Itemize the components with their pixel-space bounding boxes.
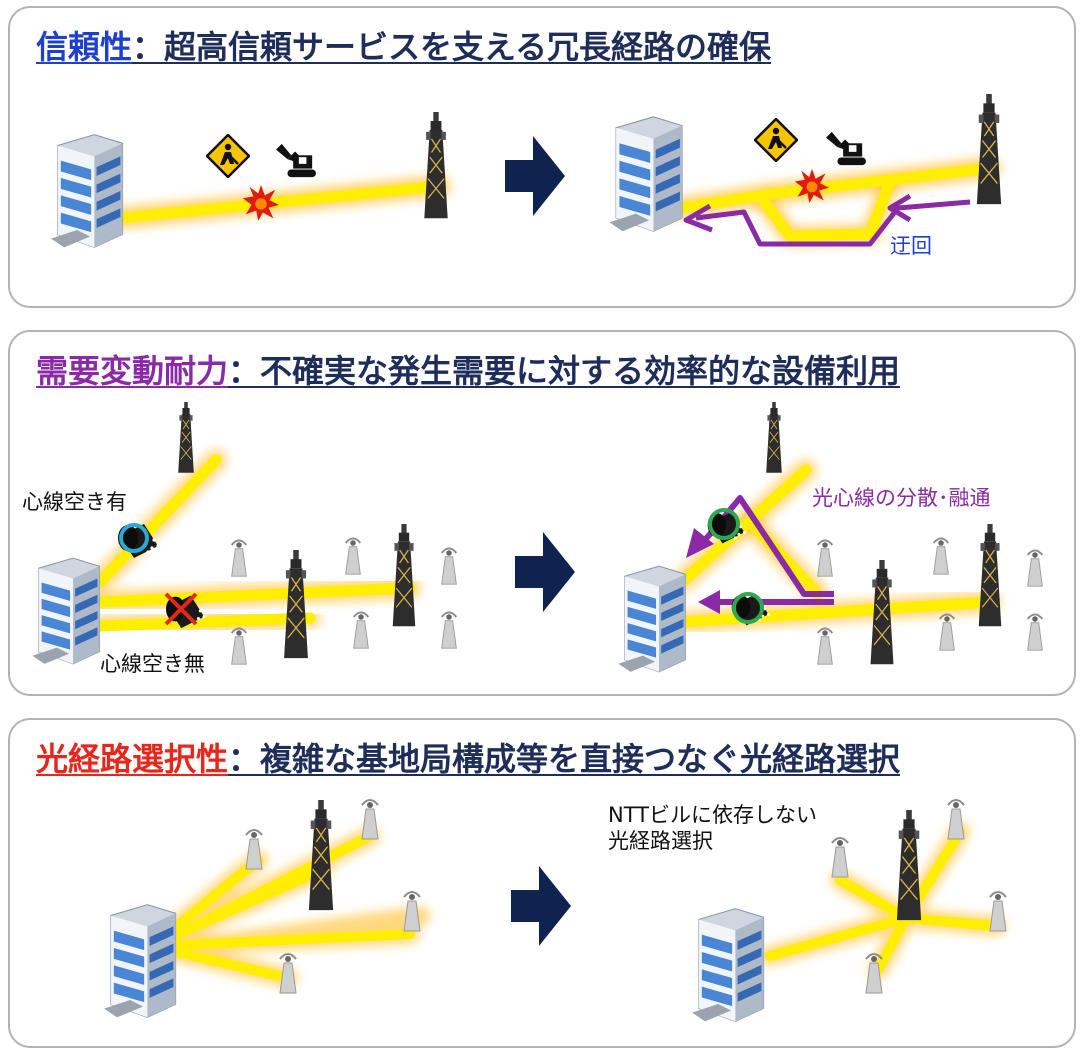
tower-icon xyxy=(283,550,309,659)
title-text: ：不確実な発生需要に対する効率的な設備利用 xyxy=(228,352,901,390)
demand-diagram xyxy=(31,402,1044,673)
building-icon xyxy=(50,134,124,248)
arrow-right-icon xyxy=(505,136,565,216)
excavator-icon xyxy=(276,143,316,178)
antenna-icon xyxy=(946,798,966,840)
tower-icon xyxy=(308,800,334,911)
excavator-icon xyxy=(826,131,866,166)
antenna-icon xyxy=(402,890,422,932)
shared-core-marker xyxy=(732,592,764,624)
tower-icon xyxy=(423,112,449,219)
tower-icon xyxy=(978,524,1002,627)
panel-demand-resilience: 需要変動耐力：不確実な発生需要に対する効率的な設備利用 xyxy=(8,330,1076,696)
construction-sign-icon xyxy=(754,118,798,162)
panel-title: 光経路選択性：複雑な基地局構成等を直接つなぐ光経路選択 xyxy=(36,734,900,780)
tower-icon xyxy=(392,524,416,627)
share-arrow-head xyxy=(686,528,714,558)
tower-icon xyxy=(177,402,195,474)
antenna-icon xyxy=(440,611,458,650)
yellow-routes-left xyxy=(89,449,421,637)
antenna-icon xyxy=(278,952,298,994)
route-label-line1: NTTビルに依存しない xyxy=(608,803,817,827)
tower-icon xyxy=(765,402,783,474)
panel-title: 需要変動耐力：不確実な発生需要に対する効率的な設備利用 xyxy=(36,346,900,392)
antenna-icon xyxy=(230,539,248,578)
building-icon xyxy=(691,908,765,1022)
panel-reliability: 信頼性：超高信頼サービスを支える冗長経路の確保 迂回 xyxy=(8,6,1076,308)
antenna-icon xyxy=(1026,613,1044,652)
antenna-icon xyxy=(244,828,264,870)
panel-route-selectivity: 光経路選択性：複雑な基地局構成等を直接つなぐ光経路選択 xyxy=(8,718,1076,1048)
antenna-icon xyxy=(988,890,1008,932)
label-free-core: 心線空き有 xyxy=(22,490,127,514)
building-icon xyxy=(31,557,101,665)
route-selection-diagram xyxy=(103,798,1008,1022)
title-keyword: 信頼性 xyxy=(36,28,133,66)
tower-icon xyxy=(869,560,895,665)
antenna-icon xyxy=(344,537,362,576)
building-icon xyxy=(103,904,177,1018)
yellow-routes-left xyxy=(150,826,430,988)
no-free-core-mark xyxy=(164,592,198,626)
label-no-free-core: 心線空き無 xyxy=(100,652,205,676)
title-keyword: 需要変動耐力 xyxy=(36,352,229,390)
arrow-right-icon xyxy=(511,866,571,946)
antenna-icon xyxy=(1026,549,1044,588)
label-core-sharing: 光心線の分散･融通 xyxy=(812,486,991,510)
building-icon xyxy=(617,565,687,673)
antenna-icon xyxy=(932,537,950,576)
yellow-route-left xyxy=(109,175,451,229)
antenna-icon xyxy=(440,547,458,586)
yellow-route-right xyxy=(669,157,1001,247)
antenna-icon xyxy=(352,611,370,650)
antenna-icon xyxy=(816,539,834,578)
title-text: ：超高信頼サービスを支える冗長経路の確保 xyxy=(132,28,772,66)
tower-icon xyxy=(976,94,1002,205)
free-core-marker xyxy=(119,523,149,553)
tower-icon xyxy=(896,810,922,921)
detour-arrow xyxy=(683,193,971,247)
antenna-icon xyxy=(938,613,956,652)
antenna-icon xyxy=(360,798,380,840)
detour-label: 迂回 xyxy=(890,234,932,258)
panel-title: 信頼性：超高信頼サービスを支える冗長経路の確保 xyxy=(36,22,771,68)
antenna-icon xyxy=(830,836,850,878)
antenna-icon xyxy=(230,627,248,666)
route-label: NTTビルに依存しない 光経路選択 xyxy=(608,802,817,854)
building-icon xyxy=(608,116,683,232)
title-text: ：複雑な基地局構成等を直接つなぐ光経路選択 xyxy=(228,740,901,778)
share-arrow-head xyxy=(698,590,720,614)
route-label-line2: 光経路選択 xyxy=(608,829,713,853)
title-keyword: 光経路選択性 xyxy=(36,740,229,778)
reliability-diagram xyxy=(50,94,1002,248)
antenna-icon xyxy=(816,627,834,666)
shared-core-marker xyxy=(708,508,740,540)
construction-sign-icon xyxy=(206,134,250,178)
arrow-right-icon xyxy=(515,532,575,612)
yellow-routes-right xyxy=(671,459,1001,633)
